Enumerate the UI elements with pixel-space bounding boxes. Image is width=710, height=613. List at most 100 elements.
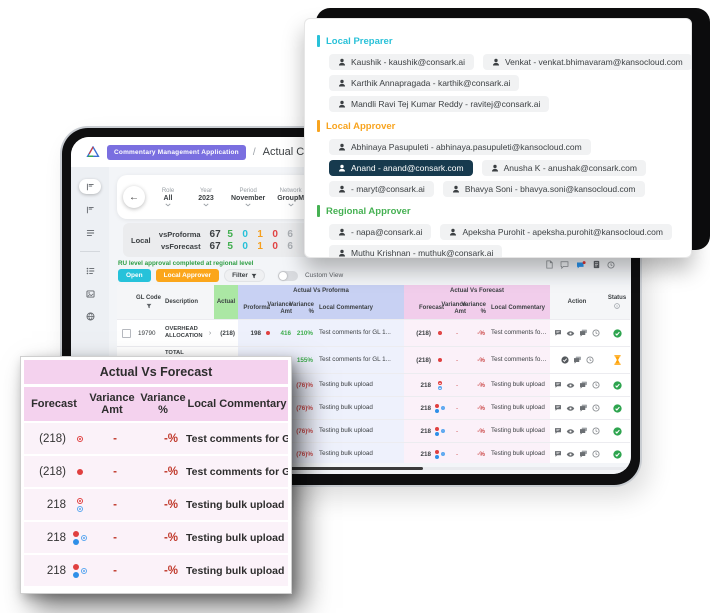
person-icon [338, 164, 346, 172]
proforma-var-pct-cell: 210% [294, 320, 316, 346]
bubbles-action-icon[interactable] [579, 450, 588, 458]
eye-action-icon[interactable] [566, 382, 575, 389]
user-chip[interactable]: Kaushik - kaushik@consark.ai [329, 54, 474, 70]
bubbles-action-icon[interactable] [579, 404, 588, 412]
eye-action-icon[interactable] [566, 330, 575, 337]
bubbles-action-icon[interactable] [579, 329, 588, 337]
zoom-commentary-value: Testing bulk upload [186, 531, 285, 544]
toggle-knob [278, 271, 287, 280]
header-proforma-commentary: Local Commentary [316, 298, 404, 319]
bubbles-action-icon[interactable] [573, 356, 582, 364]
zoom-panel-header: Forecast Variance Amt Variance % Local C… [24, 387, 288, 421]
user-chip[interactable]: Muthu Krishnan - muthuk@consark.ai [329, 245, 503, 257]
forecast-cell: 218 [404, 420, 434, 442]
document-icon[interactable] [546, 260, 553, 269]
proforma-var-pct-cell: (76)% [294, 397, 316, 419]
row-expander[interactable]: › [208, 329, 212, 337]
back-button[interactable]: ← [123, 186, 145, 208]
bubbles-action-icon[interactable] [579, 381, 588, 389]
clock-action-icon[interactable] [592, 381, 600, 389]
chat-icon[interactable] [560, 260, 569, 269]
comment-action-icon[interactable] [554, 404, 562, 412]
clock-action-icon[interactable] [585, 356, 594, 364]
user-chip[interactable]: Venkat - venkat.bhimavaram@kansocloud.co… [482, 54, 691, 70]
user-chip-label: Bhavya Soni - bhavya.soni@kansocloud.com [464, 184, 636, 194]
section-title: Regional Approver [326, 205, 411, 217]
variance-indicator-dots-cluster [73, 563, 87, 578]
chat-notification-icon[interactable] [576, 260, 586, 269]
sidebar-item-menu[interactable] [79, 225, 101, 240]
user-chip[interactable]: - napa@consark.ai [329, 224, 432, 240]
stat-count: 67 [209, 228, 221, 240]
clock-action-icon[interactable] [592, 450, 600, 458]
eye-action-icon[interactable] [566, 405, 575, 412]
user-chip[interactable]: Abhinaya Pasupuleti - abhinaya.pasupulet… [329, 139, 591, 155]
filter-button[interactable]: Filter [224, 269, 265, 282]
stats-row-label: vsForecast [160, 241, 201, 251]
user-chip-label: Abhinaya Pasupuleti - abhinaya.pasupulet… [351, 142, 582, 152]
person-icon [338, 100, 346, 108]
status-cell [604, 374, 630, 396]
eye-action-icon[interactable] [566, 451, 575, 458]
user-chip[interactable]: Karthik Annapragada - karthik@consark.ai [329, 75, 520, 91]
filter-value: November [231, 194, 266, 202]
history-icon[interactable] [607, 260, 615, 269]
chip-row: Kaushik - kaushik@consark.ai Venkat - ven… [329, 54, 691, 70]
comment-action-icon[interactable] [554, 450, 562, 458]
local-approver-button[interactable]: Local Approver [155, 269, 220, 282]
section-color-bar [317, 205, 320, 217]
check-circle-action-icon[interactable] [560, 356, 569, 364]
approval-status-note: RU level approval completed at regional … [118, 260, 254, 267]
header-forecast-var-amt: Variance Amt [441, 298, 468, 319]
comment-action-icon[interactable] [554, 427, 562, 435]
comment-action-icon[interactable] [554, 381, 562, 389]
action-cell [550, 420, 604, 442]
zoom-var-pct-value: -% [163, 465, 178, 478]
actual-cell: (218) [220, 329, 235, 337]
header-proforma: Proforma [238, 298, 272, 319]
variance-indicator-rings-red-blue [438, 380, 442, 390]
open-status-button[interactable]: Open [118, 269, 151, 282]
person-icon [449, 228, 457, 236]
row-checkbox[interactable] [122, 328, 131, 338]
user-chip[interactable]: Anusha K - anushak@consark.com [481, 160, 646, 176]
user-chip[interactable]: - maryt@consark.ai [329, 181, 434, 197]
chip-row: Mandli Ravi Tej Kumar Reddy - ravitej@co… [329, 96, 679, 112]
custom-view-toggle[interactable] [277, 270, 298, 281]
user-chip[interactable]: Mandli Ravi Tej Kumar Reddy - ravitej@co… [329, 96, 550, 112]
sidebar-item-checklist[interactable] [79, 263, 101, 278]
zoom-var-pct-value: -% [163, 432, 178, 445]
eye-action-icon[interactable] [566, 428, 575, 435]
sidebar-item-globe[interactable] [79, 309, 101, 324]
gl-filter-icon[interactable] [146, 303, 152, 309]
user-chip-label: Anusha K - anushak@consark.com [503, 163, 637, 173]
user-chip[interactable]: Apeksha Purohit - apeksha.purohit@kansoc… [440, 224, 672, 240]
bubbles-action-icon[interactable] [579, 427, 588, 435]
export-file-icon[interactable] [593, 260, 600, 269]
zoom-panel-title: Actual Vs Forecast [24, 360, 288, 384]
sidebar-item-image[interactable] [79, 286, 101, 301]
sidebar-item-flag-list[interactable] [79, 179, 101, 194]
user-chip-label: Mandli Ravi Tej Kumar Reddy - ravitej@co… [351, 99, 541, 109]
zoom-table-row: 218--%Testing bulk upload [24, 489, 288, 520]
forecast-var-pct-cell: -% [468, 320, 488, 346]
clock-action-icon[interactable] [592, 404, 600, 412]
user-chip-label: Kaushik - kaushik@consark.ai [351, 57, 465, 67]
forecast-commentary-cell: Testing bulk upload [488, 397, 550, 419]
comment-action-icon[interactable] [554, 329, 562, 337]
forecast-var-amt-cell: - [446, 443, 468, 463]
custom-view-label: Custom View [304, 272, 344, 279]
zoom-commentary-value: Test comments for GL 1.. [186, 432, 288, 445]
user-chip[interactable]: Anand - anand@consark.com [329, 160, 473, 176]
user-chip[interactable]: Bhavya Soni - bhavya.soni@kansocloud.com [442, 181, 645, 197]
variance-indicator-dot-red [266, 331, 270, 335]
clock-action-icon[interactable] [592, 329, 600, 337]
sidebar-item-flag-list-2[interactable] [79, 202, 101, 217]
clock-action-icon[interactable] [592, 427, 600, 435]
chip-row: Muthu Krishnan - muthuk@consark.ai [329, 245, 679, 257]
